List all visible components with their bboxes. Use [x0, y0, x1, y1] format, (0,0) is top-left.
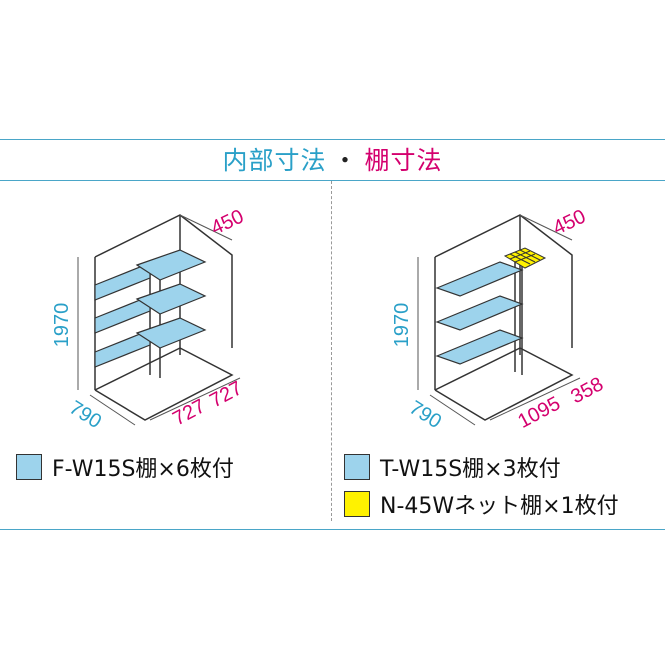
net-grid-1: [509, 253, 531, 265]
legend-swatch-net: [344, 491, 370, 517]
left-width-line: [149, 377, 241, 421]
right-width-line: [489, 377, 581, 421]
title-underline-rule: [0, 180, 665, 181]
left-shelf-6: [135, 317, 207, 349]
right-shelf-depth-label: 450: [550, 206, 590, 240]
top-rule: [0, 139, 665, 140]
net-grid-2: [514, 251, 536, 263]
left-shelf-1: [94, 262, 151, 301]
right-shelf-2: [435, 295, 524, 331]
left-dimension-lines: [77, 214, 241, 426]
right-floor-back: [434, 347, 521, 391]
right-width-a-label: 1095: [514, 393, 564, 433]
right-width-b-label: 358: [567, 373, 607, 408]
right-shelf-3: [435, 329, 524, 365]
right-diagram: [434, 214, 574, 421]
left-shelf-5: [94, 329, 151, 368]
center-divider: [331, 181, 332, 521]
left-width-b-label: 727: [206, 377, 246, 412]
right-depth-line: [429, 394, 476, 426]
left-width-a-label: 727: [169, 395, 209, 430]
left-depth-label: 790: [65, 397, 105, 433]
left-floor-back: [94, 347, 181, 391]
left-shelf-3: [94, 295, 151, 334]
title-separator: ・: [332, 146, 359, 175]
left-shelf-depth-label: 450: [208, 206, 248, 240]
bottom-rule: [0, 529, 665, 530]
legend-item-right-shelf: T-W15S棚×3枚付: [344, 451, 561, 483]
left-shelf-depth-line: [179, 214, 233, 241]
legend-item-net-shelf: N-45Wネット棚×1枚付: [344, 488, 619, 520]
legend-label: F-W15S棚×6枚付: [52, 457, 234, 482]
net-grid-4: [514, 253, 536, 263]
right-shelf-depth-line: [519, 214, 573, 241]
right-back-wall: [434, 214, 573, 348]
legend-label: N-45Wネット棚×1枚付: [380, 494, 619, 519]
net-grid-3: [519, 249, 541, 261]
title-internal-dimensions: 内部寸法: [222, 146, 327, 175]
right-depth-label: 790: [405, 397, 445, 433]
right-shelves: [435, 261, 524, 365]
legend-swatch-shelf: [16, 454, 42, 480]
title-shelf-dimensions: 棚寸法: [364, 146, 443, 175]
right-dimension-lines: [417, 214, 581, 426]
left-shelves: [94, 249, 207, 368]
right-height-label: 1970: [391, 303, 413, 348]
right-net-shelf: [503, 247, 547, 269]
left-back-wall: [94, 214, 233, 348]
legend-swatch-shelf: [344, 454, 370, 480]
left-height-label: 1970: [51, 303, 73, 348]
page-title: 内部寸法・棚寸法: [0, 143, 665, 179]
left-shelf-2: [135, 249, 207, 281]
legend-item-left-shelf: F-W15S棚×6枚付: [16, 451, 234, 483]
left-floor: [94, 347, 234, 421]
legend-label: T-W15S棚×3枚付: [380, 457, 561, 482]
net-grid-5: [509, 250, 531, 260]
left-depth-line: [89, 394, 136, 426]
left-shelf-4: [135, 283, 207, 315]
right-floor: [434, 347, 574, 421]
right-shelf-1: [435, 261, 524, 297]
